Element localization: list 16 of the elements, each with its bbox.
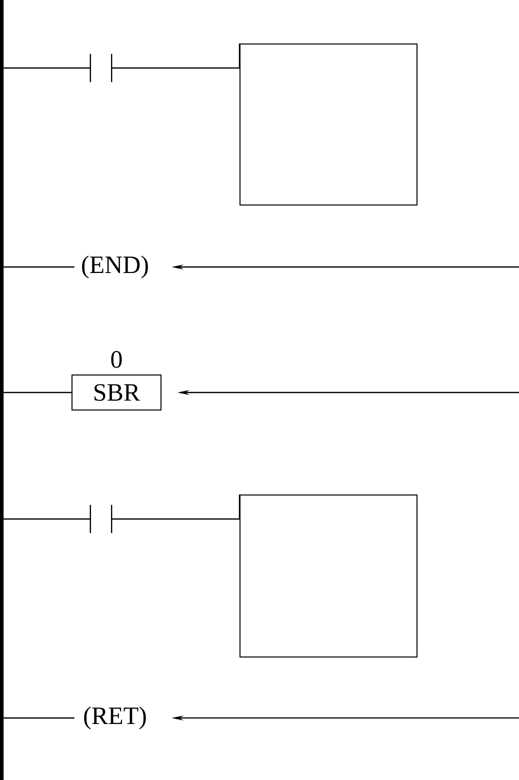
parameter-label: 0 [111, 351, 122, 368]
wire [4, 392, 72, 394]
instruction-label: (RET) [84, 706, 146, 730]
contact-symbol [90, 54, 112, 82]
wire [4, 266, 74, 268]
wire [4, 518, 90, 520]
instruction-box: SBR [72, 374, 162, 410]
wire [112, 494, 240, 520]
instruction-label: (END) [82, 256, 148, 278]
coil-box [240, 44, 418, 206]
power-rail [0, 0, 4, 780]
contact-symbol [90, 504, 112, 534]
wire [4, 67, 90, 69]
wire [4, 717, 74, 719]
wire [112, 44, 240, 69]
coil-box [240, 494, 418, 658]
